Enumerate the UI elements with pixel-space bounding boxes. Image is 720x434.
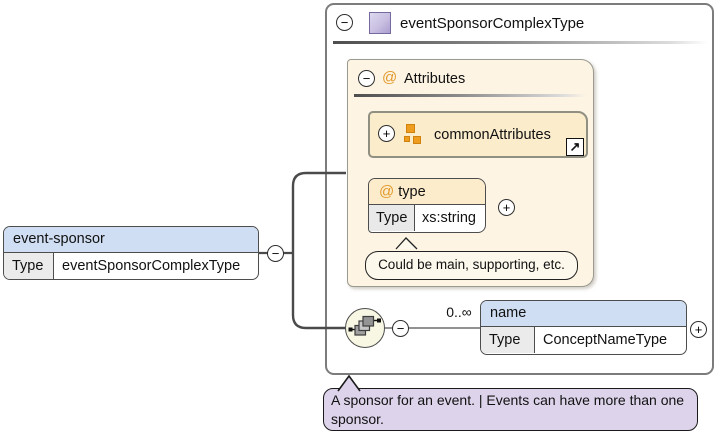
attribute-note-bubble: Could be main, supporting, etc. — [365, 251, 578, 280]
attribute-header: @ type — [369, 179, 485, 205]
attribute-type-row: Type xs:string — [369, 205, 485, 231]
attribute-group-icon — [403, 124, 425, 146]
attributes-section[interactable]: − @ Attributes + commonAttributes ↗ @ ty — [347, 59, 594, 287]
attributes-title: Attributes — [404, 71, 466, 87]
annotation-bubble: A sponsor for an event. | Events can hav… — [323, 388, 698, 431]
complex-type-title: eventSponsorComplexType — [400, 15, 585, 32]
element-type-row: Type ConceptNameType — [481, 327, 686, 353]
attributes-separator — [354, 94, 586, 97]
attribute-box-type[interactable]: @ type Type xs:string — [368, 178, 486, 233]
type-value: ConceptNameType — [535, 327, 668, 353]
element-box-name[interactable]: name Type ConceptNameType — [480, 300, 687, 355]
type-value: xs:string — [415, 205, 476, 231]
sequence-icon — [348, 315, 381, 336]
collapse-toggle-event-sponsor[interactable]: − — [267, 245, 284, 262]
type-value: eventSponsorComplexType — [54, 253, 241, 279]
goto-definition-icon[interactable]: ↗ — [566, 138, 584, 156]
element-title: name — [481, 301, 686, 327]
type-label: Type — [369, 205, 415, 231]
type-label: Type — [4, 253, 54, 279]
type-label: Type — [481, 327, 535, 353]
element-box-event-sponsor[interactable]: event-sponsor Type eventSponsorComplexTy… — [3, 226, 259, 280]
element-type-row: Type eventSponsorComplexType — [4, 253, 258, 279]
attribute-name: type — [398, 184, 426, 200]
element-title: event-sponsor — [4, 227, 258, 253]
complex-type-icon — [369, 12, 391, 34]
collapse-toggle-complex-type[interactable]: − — [336, 14, 353, 31]
attribute-group-box-commonAttributes[interactable]: + commonAttributes ↗ — [368, 111, 588, 158]
collapse-toggle-attributes[interactable]: − — [358, 70, 375, 87]
cardinality-label: 0..∞ — [446, 304, 472, 320]
collapse-toggle-sequence[interactable]: − — [392, 320, 409, 337]
expand-toggle-type-attribute[interactable]: + — [498, 199, 515, 216]
attribute-group-label: commonAttributes — [434, 127, 551, 143]
at-icon: @ — [379, 183, 395, 200]
at-icon: @ — [382, 69, 398, 86]
title-separator — [333, 41, 708, 44]
expand-toggle-commonAttributes[interactable]: + — [378, 125, 395, 142]
expand-toggle-name[interactable]: + — [690, 321, 707, 338]
sequence-compositor[interactable] — [345, 308, 385, 348]
